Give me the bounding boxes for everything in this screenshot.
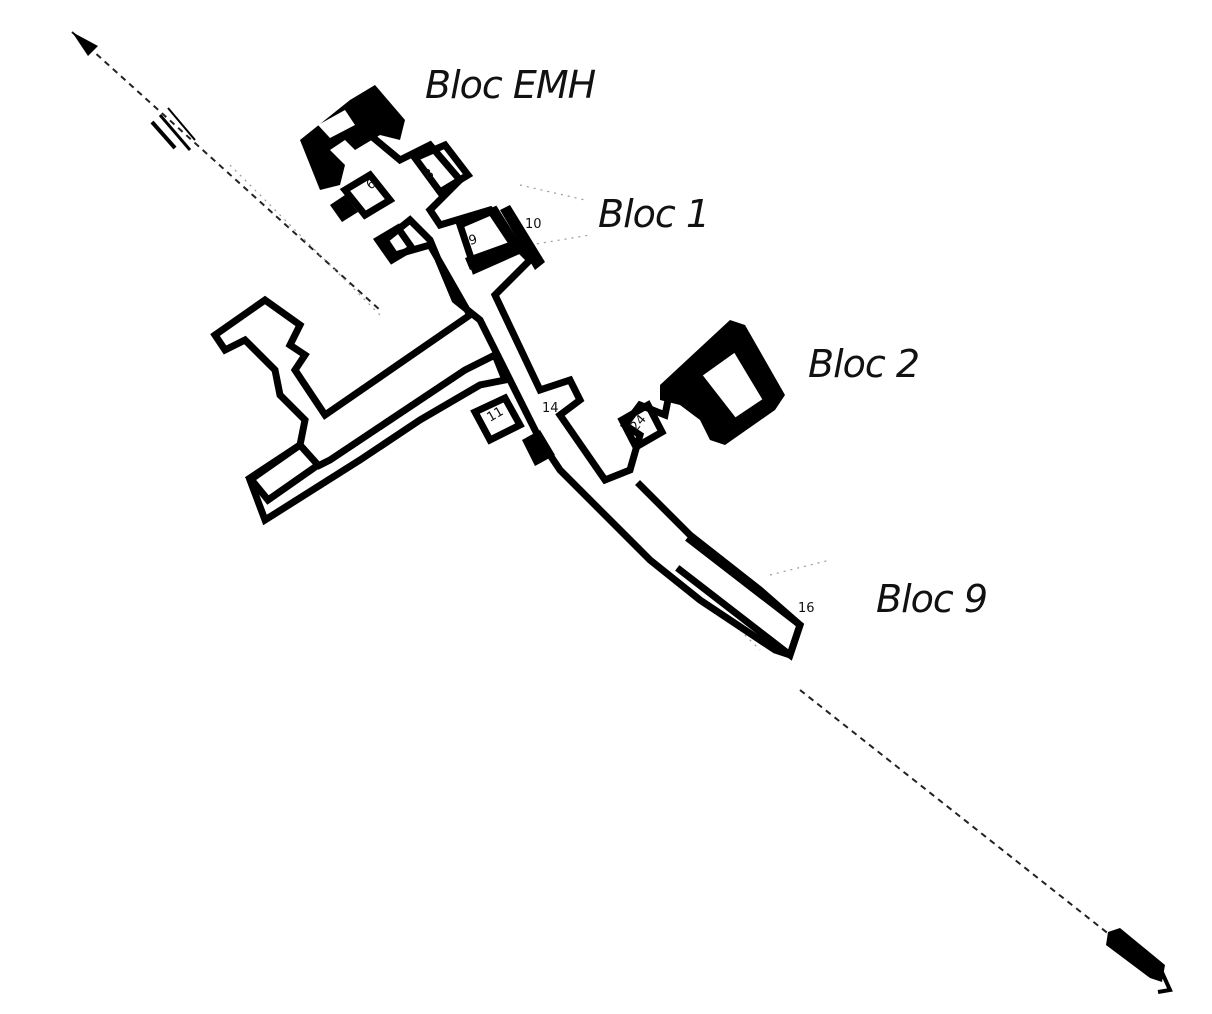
bloc-emh-inner-room bbox=[318, 110, 355, 138]
room-number-13: 13 bbox=[716, 377, 730, 390]
building-outline bbox=[210, 130, 805, 661]
room-number-14: 14 bbox=[542, 401, 559, 416]
label-bloc-1: Bloc 1 bbox=[598, 192, 709, 236]
axis-line bbox=[71, 31, 1111, 936]
room-number-11: 11 bbox=[485, 404, 507, 425]
axis-ticks bbox=[150, 107, 196, 151]
room-numbers: 6 8 9 10 13 11 14 16 24 bbox=[364, 166, 815, 616]
room-number-9: 9 bbox=[467, 232, 479, 249]
axis-end-marker bbox=[1106, 928, 1173, 994]
label-bloc-emh: Bloc EMH bbox=[425, 63, 596, 107]
room-number-10: 10 bbox=[525, 217, 542, 232]
label-bloc-2: Bloc 2 bbox=[808, 342, 919, 386]
block-labels: Bloc EMH Bloc 1 Bloc 2 Bloc 9 bbox=[425, 63, 988, 621]
label-bloc-9: Bloc 9 bbox=[876, 577, 987, 621]
room-number-16: 16 bbox=[798, 601, 815, 616]
bloc-2-inner-room bbox=[697, 347, 768, 423]
